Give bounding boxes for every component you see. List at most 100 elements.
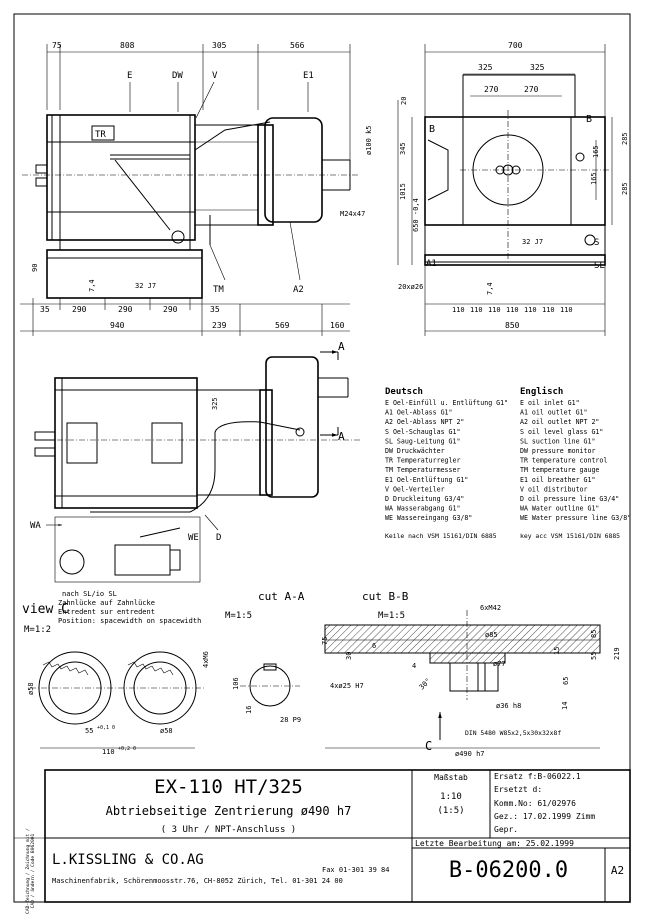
dim-850: 850 [505,321,520,330]
legend-deutsch-item: E1 Oel-Entlüftung G1" [385,476,468,484]
legend-englisch-item: WE Water pressure line G3/8" [520,514,631,522]
dim-thread: M24x47 [340,210,365,218]
cut-aa-title: cut A-A [258,590,305,603]
label-e1: E1 [303,71,314,81]
gez-field: Gez.: 17.02.1999 Zimm [494,812,596,821]
dim-top-305: 305 [212,41,227,50]
cut-bb-dim-85b: 85 [590,630,598,638]
dim-7-4: 7,4 [88,279,96,292]
legend-deutsch-item: TM Temperaturmesser [385,466,460,474]
dim-239: 239 [212,321,227,330]
title-block [14,769,631,903]
legend-englisch-item: TR temperature control [520,457,607,465]
view-c-scale: M=1:2 [24,625,51,635]
legend-englisch-item: E oil inlet G1" [520,399,580,407]
dim-90: 90 [31,264,39,272]
label-d: D [216,533,221,543]
dim-325b: 325 [530,63,545,72]
view-c-dim-58a: ø58 [27,682,35,695]
label-dw: DW [172,71,183,81]
legend-englisch-item: TM temperature gauge [520,466,599,474]
last-edit-field: Letzte Bearbeitung am: 25.02.1999 [415,839,574,848]
label-tm: TM [213,285,224,295]
view-c-dim-110: 110 [102,748,115,756]
cut-bb-label-c: C [425,739,432,753]
note-line-4: Position: spacewidth on spacewidth [58,617,201,625]
legend-deutsch-item: DW Druckwächter [385,447,445,455]
dim-165b: 165 [590,172,598,185]
dim-165a: 165 [592,145,600,158]
cut-bb-dim-55: 55 [590,652,598,660]
cut-bb-dim-490: ø490 h7 [455,750,485,758]
dim-110-4: 110 [506,306,519,314]
cut-aa-dim-28p9: 28 P9 [280,716,301,724]
label-b-right: B [586,114,592,125]
dim-160: 160 [330,321,345,330]
cut-bb-spline: DIN 5480 W85x2,5x30x32x8f [465,729,561,737]
dim-345: 345 [399,142,407,155]
label-b-left: B [429,124,435,135]
legend-englisch-item: D oil pressure line G3/4" [520,495,619,503]
legend-englisch-item: DW pressure monitor [520,447,595,455]
legend-englisch-item: A1 oil outlet G1" [520,409,588,417]
cut-bb-scale: M=1:5 [378,611,405,621]
dim-side-7-4: 7,4 [486,282,494,295]
label-tr: TR [95,130,106,140]
front-elevation-view: 75 808 305 566 E DW V E1 TR [20,41,373,336]
dim-holes: 20xø26 [398,283,423,291]
dim-top-75: 75 [52,41,62,50]
komm-field: Komm.No: 61/02976 [494,799,576,808]
dim-110-3: 110 [488,306,501,314]
cut-bb-dim-15: 15 [553,647,561,655]
view-c-dim-4xm6: 4xM6 [202,651,210,668]
legend-deutsch-item: TR Temperaturregler [385,457,460,465]
note-line-3: Entredent sur entredent [58,608,155,616]
legend-englisch-item: WA Water outline G1" [520,505,599,513]
cut-bb-dim-219: 219 [613,647,621,660]
legend-deutsch-item: S Oel-Schauglas G1" [385,428,460,436]
drawing-note: ( 3 Uhr / NPT-Anschluss ) [160,825,297,835]
dim-110-2: 110 [470,306,483,314]
cut-aa-scale: M=1:5 [225,611,252,621]
company-address: Maschinenfabrik, Schörenmoosstr.76, CH-8… [52,877,343,885]
dim-270b: 270 [524,85,539,94]
cut-bb-dim-6xm42: 6xM42 [480,604,501,612]
note-line-2: Zahnlücke auf Zahnlücke [58,599,155,607]
dim-35a: 35 [40,305,50,314]
cut-bb-title: cut B-B [362,590,409,603]
cut-bb-dim-14: 14 [561,702,569,710]
view-c-dim-110-tol: +0,2 0 [118,746,136,752]
dim-shaft: ø100 k5 [365,125,373,155]
legend-deutsch-item: SL Saug-Leitung G1" [385,437,460,445]
legend-deutsch-item: D Druckleitung G3/4" [385,495,464,503]
legend: Deutsch Englisch E Oel-Einfüll u. Entlüf… [385,386,631,540]
ersetzt-field: Ersetzt d: [494,785,543,794]
legend-deutsch-item: WE Wassereingang G3/8" [385,514,472,522]
legend-keys-de: Keile nach VSM 15161/DIN 6885 [385,532,497,540]
note-line-1: nach SL/io SL [62,590,117,598]
scale-label: Maßstab [434,773,468,782]
dim-290a: 290 [72,305,87,314]
plan-view: A A 325 WA WE D nach SL/io SL Zahnlücke … [30,340,360,625]
company-fax: Fax 01-301 39 84 [322,866,390,874]
dim-940: 940 [110,321,125,330]
cut-bb-dim-6: 6 [372,642,376,650]
dim-110-1: 110 [452,306,465,314]
dim-700: 700 [508,41,523,50]
view-c-title: view C [22,602,69,617]
dim-top-808: 808 [120,41,135,50]
cut-aa: cut A-A M=1:5 106 16 28 P9 [225,590,305,724]
legend-deutsch-item: E Oel-Einfüll u. Entlüftung G1" [385,399,508,407]
scale-value: 1:10 [440,792,462,802]
cut-bb-dim-77: ø77 [493,660,506,668]
dim-569: 569 [275,321,290,330]
cut-bb-dim-75: 75 [321,637,329,645]
dim-110-6: 110 [542,306,555,314]
dim-110-7: 110 [560,306,573,314]
gepr-field: Gepr. [494,825,519,834]
legend-englisch-title: Englisch [520,386,563,397]
cut-aa-dim-106: 106 [232,677,240,690]
label-v: V [212,71,218,81]
label-e: E [127,71,132,81]
